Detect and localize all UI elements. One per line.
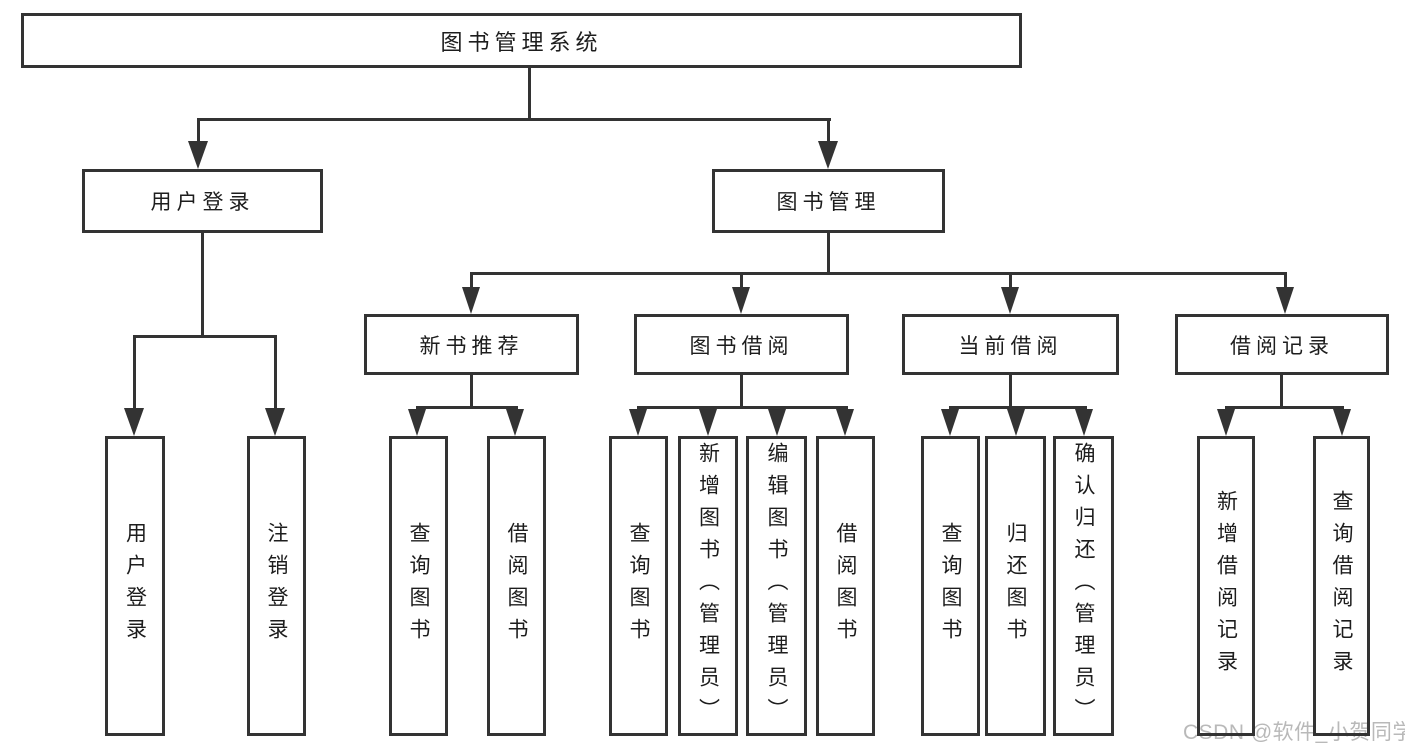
node-user-login-label: 用户登录 (150, 191, 255, 214)
leaf-br-add-label: 新增借阅记录 (1214, 490, 1238, 682)
arrowhead-to-bb-edit (768, 409, 786, 436)
connector-stub-new-book-rec (470, 272, 473, 290)
node-book-mgmt-label: 图书管理 (776, 191, 881, 214)
node-user-login: 用户登录 (82, 169, 323, 233)
leaf-cb-return: 归还图书 (985, 436, 1046, 736)
connector-bb-bar (637, 406, 848, 409)
connector-cb-bar (949, 406, 1087, 409)
arrowhead-to-user-login (188, 141, 208, 169)
leaf-br-query: 查询借阅记录 (1313, 436, 1370, 736)
leaf-nbr-borrow-label: 借阅图书 (505, 522, 529, 650)
connector-stub-book-borrow (740, 272, 743, 290)
connector-nbr-bar (416, 406, 518, 409)
leaf-logout-label: 注销登录 (265, 522, 289, 650)
arrowhead-to-nbr-query (408, 409, 426, 436)
arrowhead-to-new-book-rec (462, 287, 480, 314)
arrowhead-to-bb-query (629, 409, 647, 436)
leaf-nbr-borrow: 借阅图书 (487, 436, 546, 736)
arrowhead-to-borrow-records (1276, 287, 1294, 314)
node-current-borrow: 当前借阅 (902, 314, 1119, 375)
leaf-nbr-query: 查询图书 (389, 436, 448, 736)
leaf-bb-edit-label: 编辑图书（管理员） (765, 442, 789, 730)
node-book-borrow-label: 图书借阅 (689, 334, 794, 358)
arrowhead-to-cb-confirm (1075, 409, 1093, 436)
leaf-bb-add-label: 新增图书（管理员） (696, 442, 720, 730)
connector-nbr-drop (470, 373, 473, 408)
connector-stub-user-login (197, 118, 200, 146)
arrowhead-to-bb-add (699, 409, 717, 436)
node-root: 图书管理系统 (21, 13, 1022, 68)
arrowhead-to-bb-borrow (836, 409, 854, 436)
connector-stub-borrow-records (1284, 272, 1287, 290)
arrowhead-to-leaf-logout (265, 408, 285, 436)
connector-root-drop (528, 66, 531, 120)
connector-userlogin-bar (133, 335, 277, 338)
node-new-book-rec-label: 新书推荐 (419, 334, 524, 358)
leaf-nbr-query-label: 查询图书 (407, 522, 431, 650)
arrowhead-to-nbr-borrow (506, 409, 524, 436)
leaf-logout: 注销登录 (247, 436, 306, 736)
node-book-borrow: 图书借阅 (634, 314, 849, 375)
leaf-cb-return-label: 归还图书 (1004, 522, 1028, 650)
connector-bookmgmt-bar (470, 272, 1287, 275)
connector-stub-current-borrow (1009, 272, 1012, 290)
leaf-cb-confirm-label: 确认归还（管理员） (1072, 442, 1096, 730)
leaf-bb-query-label: 查询图书 (627, 522, 651, 650)
leaf-user-login: 用户登录 (105, 436, 165, 736)
arrowhead-to-book-mgmt (818, 141, 838, 169)
connector-br-bar (1225, 406, 1344, 409)
connector-bookmgmt-drop (827, 231, 830, 274)
leaf-bb-borrow-label: 借阅图书 (834, 522, 858, 650)
leaf-bb-add: 新增图书（管理员） (678, 436, 738, 736)
node-root-label: 图书管理系统 (440, 29, 603, 55)
connector-userlogin-drop (201, 231, 204, 337)
node-new-book-rec: 新书推荐 (364, 314, 579, 375)
arrowhead-to-cb-return (1007, 409, 1025, 436)
leaf-bb-edit: 编辑图书（管理员） (746, 436, 807, 736)
connector-br-drop (1280, 373, 1283, 408)
node-borrow-records-label: 借阅记录 (1230, 334, 1334, 358)
node-current-borrow-label: 当前借阅 (958, 334, 1063, 358)
leaf-br-query-label: 查询借阅记录 (1330, 490, 1354, 682)
arrowhead-to-current-borrow (1001, 287, 1019, 314)
node-borrow-records: 借阅记录 (1175, 314, 1389, 375)
connector-stub-leaf-userlogin (133, 335, 136, 411)
connector-root-bar (197, 118, 831, 121)
connector-stub-leaf-logout (274, 335, 277, 411)
arrowhead-to-leaf-userlogin (124, 408, 144, 436)
leaf-cb-confirm: 确认归还（管理员） (1053, 436, 1114, 736)
leaf-bb-borrow: 借阅图书 (816, 436, 875, 736)
connector-stub-book-mgmt (827, 118, 830, 146)
leaf-cb-query: 查询图书 (921, 436, 980, 736)
csdn-watermark: CSDN @软件_小贺同学 (1183, 721, 1405, 744)
arrowhead-to-br-add (1217, 409, 1235, 436)
arrowhead-to-book-borrow (732, 287, 750, 314)
leaf-cb-query-label: 查询图书 (939, 522, 963, 650)
arrowhead-to-cb-query (941, 409, 959, 436)
connector-bb-drop (740, 373, 743, 408)
leaf-br-add: 新增借阅记录 (1197, 436, 1255, 736)
node-book-mgmt: 图书管理 (712, 169, 945, 233)
connector-cb-drop (1009, 373, 1012, 408)
arrowhead-to-br-query (1333, 409, 1351, 436)
leaf-bb-query: 查询图书 (609, 436, 668, 736)
leaf-user-login-label: 用户登录 (123, 522, 147, 650)
